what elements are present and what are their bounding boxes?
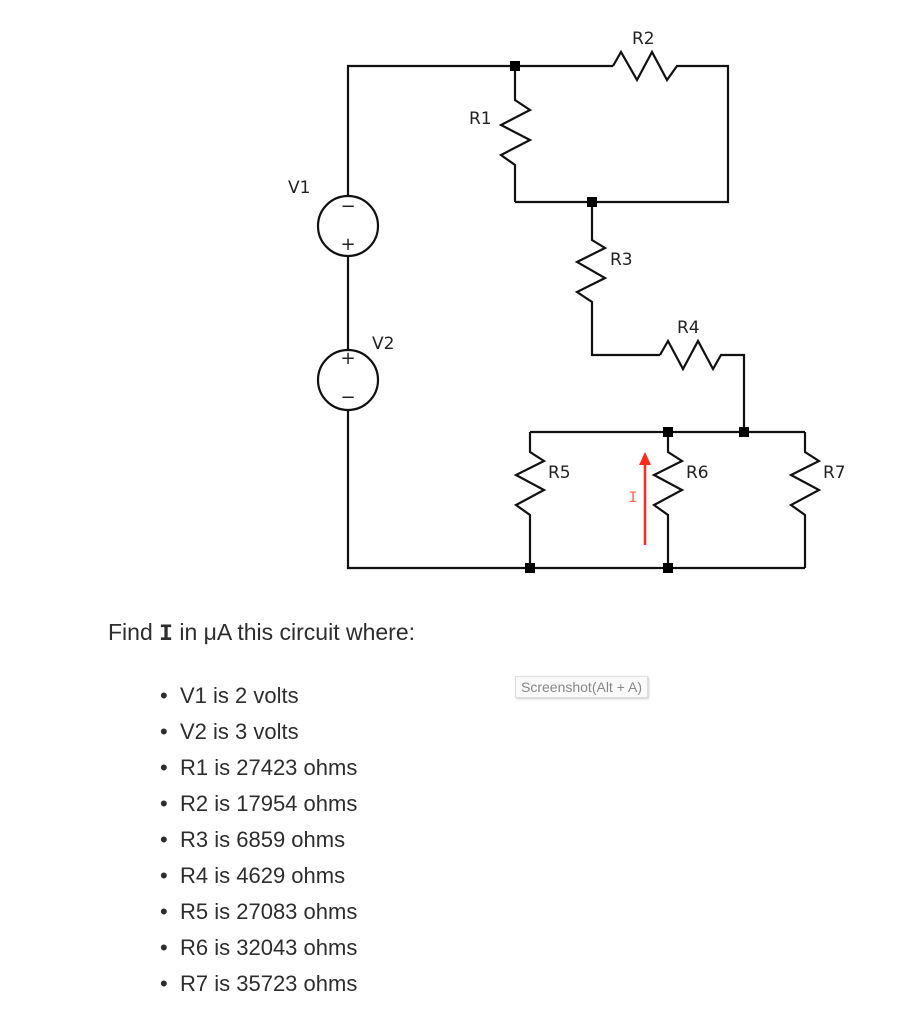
list-item: • R2 is 17954 ohms (160, 786, 357, 822)
list-item: • R6 is 32043 ohms (160, 930, 357, 966)
wire-bottom (346, 411, 805, 570)
bullet-icon: • (160, 755, 168, 780)
voltage-source-v2 (316, 348, 380, 412)
label-r4: R4 (677, 318, 700, 338)
given-value: R4 is 4629 ohms (180, 863, 346, 888)
given-value: R7 is 35723 ohms (180, 971, 358, 996)
list-item: • R4 is 4629 ohms (160, 858, 357, 894)
given-value: V1 is 2 volts (180, 683, 299, 708)
list-item: • R5 is 27083 ohms (160, 894, 357, 930)
list-item: • V2 is 3 volts (160, 714, 357, 750)
given-value: V2 is 3 volts (180, 719, 299, 744)
v1-minus-sign: − (340, 196, 355, 217)
list-item: • R7 is 35723 ohms (160, 966, 357, 1002)
givens-list: • V1 is 2 volts • V2 is 3 volts • R1 is 274… (160, 678, 357, 1002)
bullet-icon: • (160, 719, 168, 744)
question-suffix: in μA this circuit where: (172, 619, 416, 645)
junction-node (587, 197, 597, 207)
junction-node (739, 427, 749, 437)
bullet-icon: • (160, 863, 168, 888)
junction-node (510, 61, 520, 71)
bullet-icon: • (160, 971, 168, 996)
bullet-icon: • (160, 827, 168, 852)
voltage-source-v1 (316, 194, 380, 258)
given-value: R6 is 32043 ohms (180, 935, 358, 960)
label-r3: R3 (610, 250, 633, 270)
resistor-r6 (651, 432, 685, 568)
junction-node (525, 563, 535, 573)
list-item: • R3 is 6859 ohms (160, 822, 357, 858)
question-prefix: Find (108, 619, 160, 645)
resistor-r4 (659, 338, 746, 432)
resistor-r3 (574, 202, 660, 357)
wire-left-top (346, 64, 613, 195)
v2-minus-sign: − (340, 387, 355, 408)
given-value: R5 is 27083 ohms (180, 899, 358, 924)
bullet-icon: • (160, 791, 168, 816)
label-r2: R2 (632, 29, 655, 49)
screenshot-tooltip: Screenshot(Alt + A) (515, 676, 649, 698)
bullet-icon: • (160, 683, 168, 708)
bullet-icon: • (160, 935, 168, 960)
label-v1: V1 (288, 178, 310, 198)
v2-plus-sign: + (340, 348, 355, 369)
resistor-r5 (513, 432, 547, 568)
given-value: R2 is 17954 ohms (180, 791, 358, 816)
label-r5: R5 (548, 463, 571, 483)
given-value: R3 is 6859 ohms (180, 827, 346, 852)
question-text: Find I in μA this circuit where: (108, 619, 415, 647)
bullet-icon: • (160, 899, 168, 924)
resistor-r7 (788, 432, 822, 568)
current-arrowhead-icon (639, 452, 651, 465)
circuit-diagram: − + + − V1 V2 R1 R2 R3 R4 R5 R6 R7 I (288, 29, 846, 573)
v1-plus-sign: + (340, 234, 355, 255)
junction-node (663, 563, 673, 573)
given-value: R1 is 27423 ohms (180, 755, 358, 780)
list-item: • V1 is 2 volts (160, 678, 357, 714)
label-v2: V2 (372, 334, 394, 354)
label-r6: R6 (686, 463, 709, 483)
question-variable: I (159, 621, 173, 647)
label-current-i: I (628, 489, 638, 507)
resistor-r1 (498, 66, 533, 202)
resistor-r2 (515, 49, 730, 204)
label-r1: R1 (469, 109, 492, 129)
list-item: • R1 is 27423 ohms (160, 750, 357, 786)
junction-node (663, 427, 673, 437)
label-r7: R7 (823, 463, 846, 483)
